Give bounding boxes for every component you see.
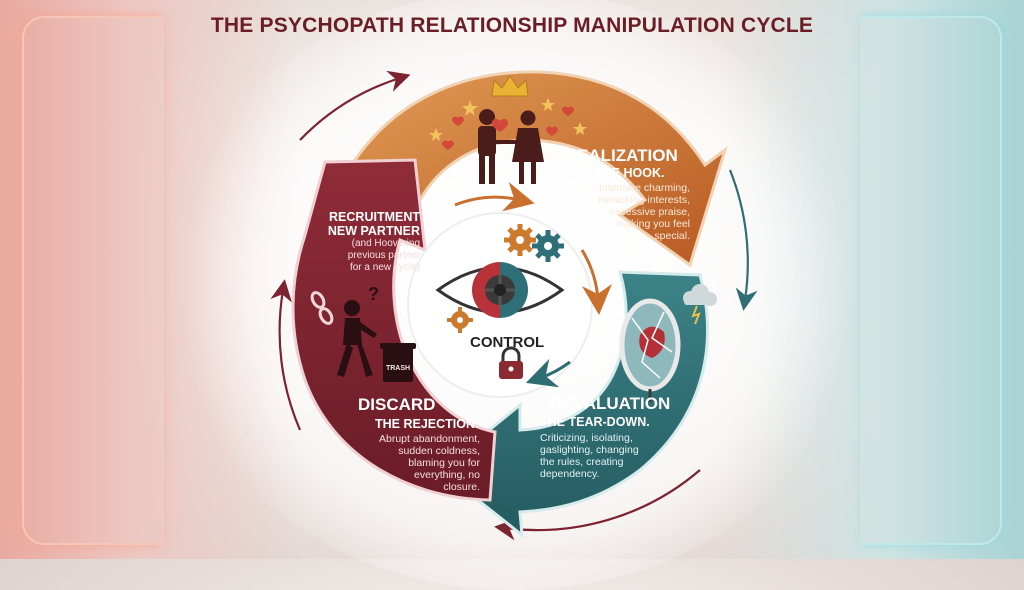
idealization-description-line: Intensive charming, (598, 182, 690, 194)
discard-description-line: everything, no (414, 469, 480, 481)
gear-icon (447, 307, 473, 333)
control-label: CONTROL (470, 334, 545, 351)
walking-person-icon (337, 300, 377, 377)
idealization-description-line: mimicking interests, (597, 194, 690, 206)
couple-icon (478, 109, 544, 184)
devaluation-title: DEVALUATION (550, 394, 671, 413)
discard-description-line: Abrupt abandonment, (379, 433, 480, 445)
recruitment-description-line: previous partner (347, 250, 420, 261)
discard-segment (291, 158, 497, 502)
idealization-title: IDEALIZATION (560, 146, 678, 165)
idealization-description-line: special. (654, 230, 690, 242)
discard-subtitle: THE REJECTION. (375, 417, 479, 431)
trash-label: TRASH (386, 365, 410, 372)
outer-arrow-left (270, 279, 302, 431)
devaluation-description-line: the rules, creating (540, 456, 624, 468)
cracked-mirror-icon (619, 298, 681, 402)
trash-bin-icon: TRASH (380, 343, 416, 382)
recruitment-title-line: RECRUITMENT (329, 210, 420, 224)
star-icon (429, 98, 587, 141)
svg-text:?: ? (368, 284, 379, 304)
outer-arrow-right (728, 169, 758, 311)
crown-icon (491, 75, 529, 97)
discard-description-line: sudden coldness, (398, 445, 480, 457)
devaluation-description-line: dependency. (540, 468, 600, 480)
discard-description-line: blaming you for (408, 457, 480, 469)
cycle-diagram: TRASH ? (270, 70, 758, 541)
discard-description: Abrupt abandonment, sudden coldness, bla… (330, 433, 480, 493)
idealization-description-line: excessive praise, (609, 206, 690, 218)
idealization-description-line: making you feel (616, 218, 690, 230)
broken-chain-icon (310, 291, 334, 325)
eye-icon (435, 262, 565, 318)
discard-description-line: closure. (443, 481, 480, 493)
gear-icon (504, 224, 536, 256)
devaluation-description-line: Criticizing, isolating, (540, 432, 633, 444)
left-glow-frame (22, 16, 164, 545)
devaluation-description: Criticizing, isolating, gaslighting, cha… (540, 432, 700, 480)
outer-arrow-top (299, 70, 411, 141)
gear-icon (532, 230, 564, 262)
idealization-description: Intensive charming, mimicking interests,… (540, 182, 690, 242)
heart-icon (442, 106, 574, 150)
inner-arrow-top (454, 182, 535, 212)
devaluation-description-line: gaslighting, changing (540, 444, 639, 456)
page-title: THE PSYCHOPATH RELATIONSHIP MANIPULATION… (210, 14, 814, 37)
question-mark-icon: ? (368, 284, 379, 304)
recruitment-title-line: NEW PARTNER (327, 224, 420, 238)
cloud-icon (683, 284, 717, 325)
outer-arrow-bottom (494, 469, 701, 541)
discard-title: DISCARD (358, 395, 436, 414)
devaluation-subtitle: THE TEAR-DOWN. (540, 415, 650, 429)
recruitment-label: RECRUITMENT NEW PARTNER (and Hoovering p… (300, 210, 420, 274)
recruitment-description-line: for a new cycle) (349, 262, 420, 273)
idealization-subtitle: THE HOOK. (595, 166, 665, 180)
inner-arrow-bottom (525, 358, 571, 388)
recruitment-description-line: (and Hoovering (351, 238, 420, 249)
inner-arrow-right (580, 249, 612, 315)
lock-icon (499, 346, 523, 379)
right-glow-frame (860, 16, 1002, 545)
